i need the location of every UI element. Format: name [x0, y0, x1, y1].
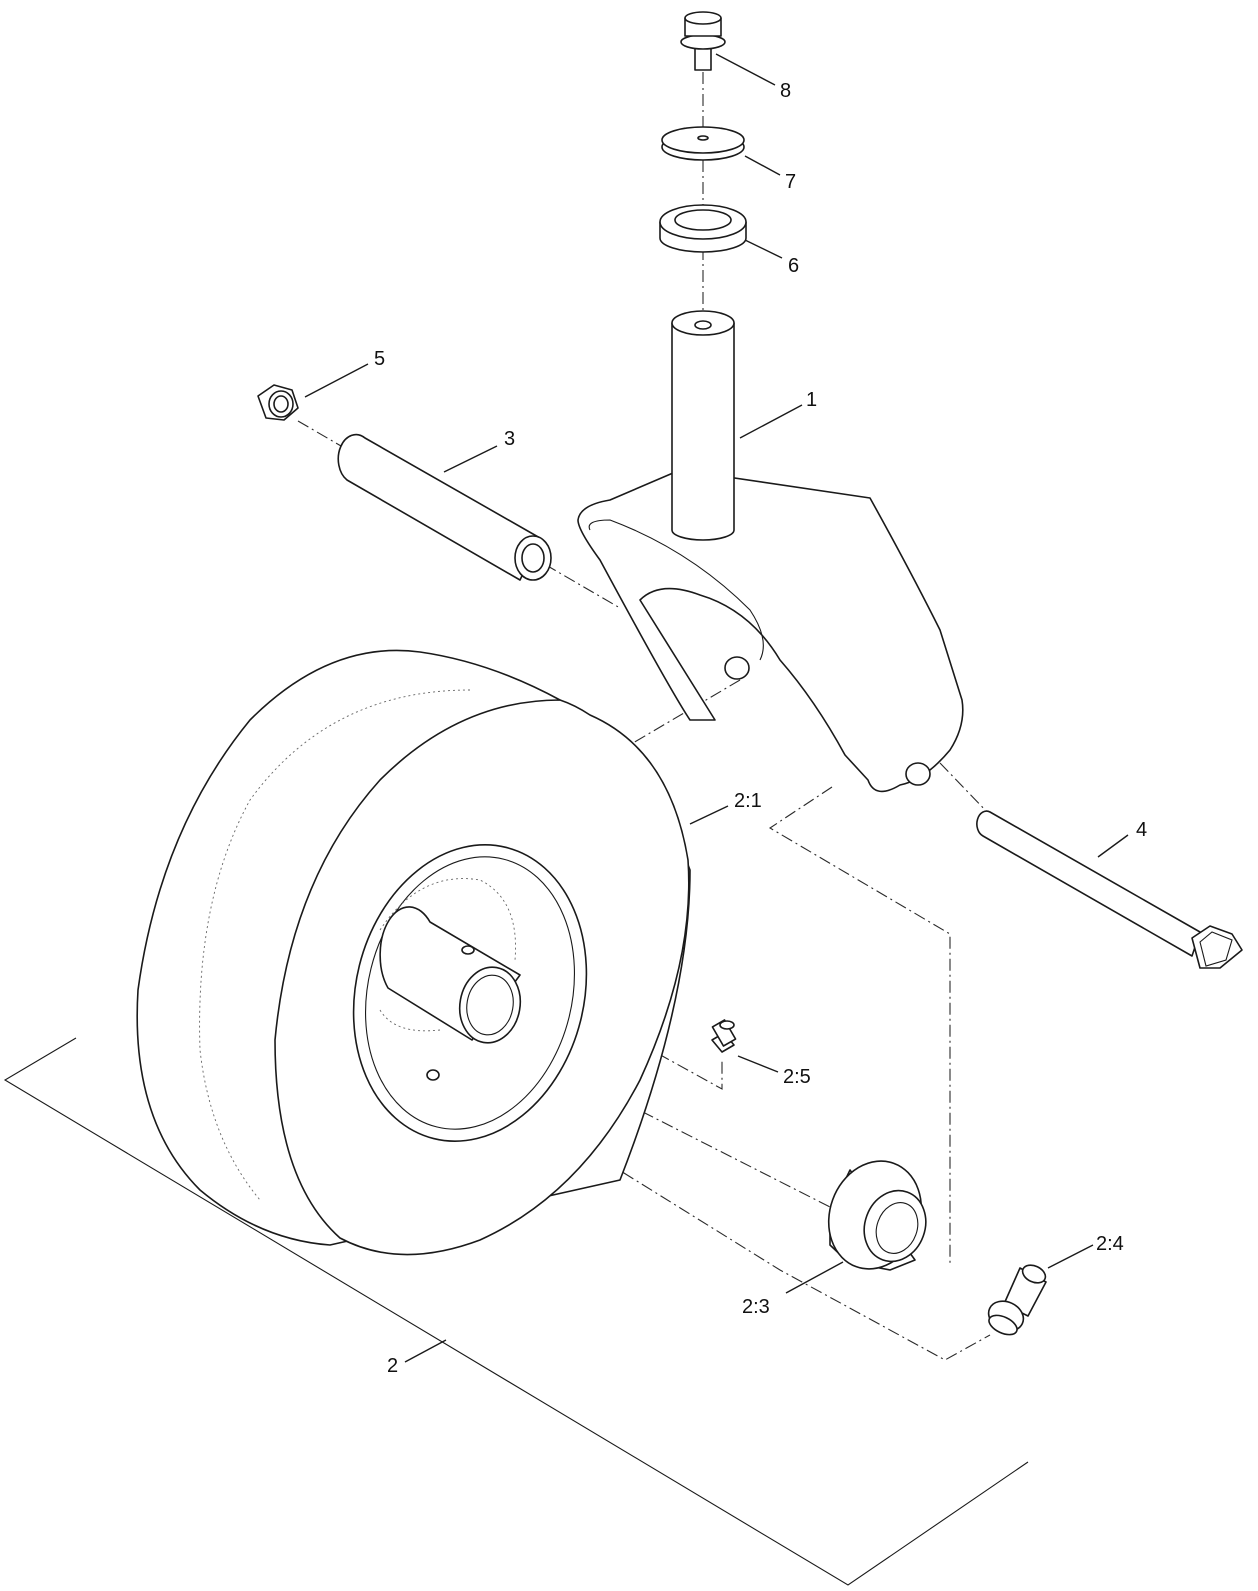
flange-bushing-part: [827, 1160, 927, 1271]
caster-fork-part: [577, 310, 964, 793]
lock-nut-part: [257, 384, 299, 421]
valve-stem-part: [987, 1264, 1047, 1336]
callout-2: 2: [387, 1355, 398, 1377]
callout-1: 1: [806, 389, 817, 411]
flat-washer-part: [661, 126, 745, 161]
callout-5: 5: [374, 348, 385, 370]
assembly-bracket-2: [3, 1037, 1029, 1586]
callout-6: 6: [788, 255, 799, 277]
spacer-tube-part: [337, 433, 552, 581]
callout-8: 8: [780, 80, 791, 102]
callout-3: 3: [504, 428, 515, 450]
callout-2-5: 2:5: [783, 1066, 811, 1088]
leader-lines: [304, 53, 1129, 1363]
axle-bolt-part: [976, 810, 1243, 969]
callout-labels: 8 7 6 1 5 3 4 2:1 2:5 2:3 2:4 2: [374, 80, 1147, 1377]
callout-7: 7: [785, 171, 796, 193]
callout-2-4: 2:4: [1096, 1233, 1124, 1255]
spacer-ring-part: [659, 204, 747, 253]
callout-2-3: 2:3: [742, 1296, 770, 1318]
callout-4: 4: [1136, 819, 1147, 841]
callout-2-1: 2:1: [734, 790, 762, 812]
grease-fitting-part: [711, 1019, 737, 1053]
tire-wheel-part: [136, 649, 691, 1256]
flange-bolt-part: [680, 11, 726, 71]
